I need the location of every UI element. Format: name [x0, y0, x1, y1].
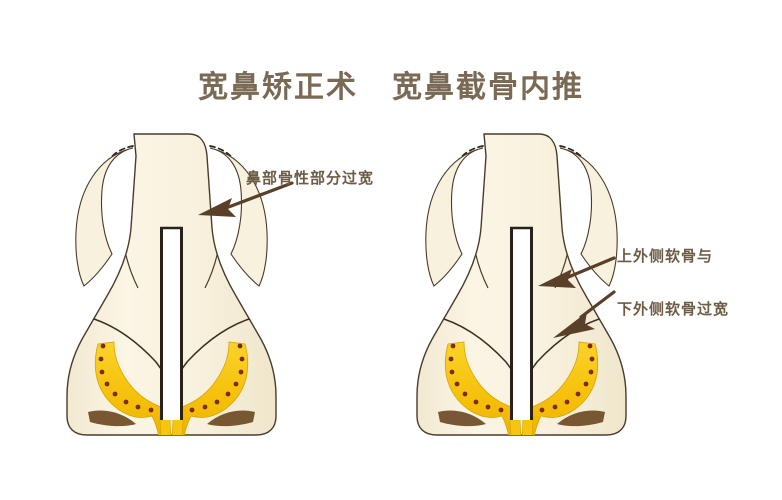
lower-lateral-cartilage-group: [444, 341, 599, 435]
suture-dots-right: [539, 343, 595, 413]
arrow-lower-lateral-cartilage: [553, 290, 616, 338]
annotation-label-nasal-bone-too-wide: 鼻部骨性部分过宽: [246, 169, 375, 187]
nostril-group: [438, 410, 605, 427]
title-left-procedure: 宽鼻矫正术: [198, 70, 358, 105]
dorsal-septum-strip: [160, 226, 183, 420]
title-right-procedure: 宽鼻截骨内推: [392, 70, 584, 105]
nasal-sidewall-flare-right-fig: [425, 147, 618, 287]
arrow-nasal-bone-too-wide: [198, 181, 294, 217]
dorsal-septum-strip: [510, 226, 533, 420]
nasal-sidewall-flare-left: [75, 147, 268, 287]
annotation-label-lower-lateral-cartilage: 下外侧软骨过宽: [617, 300, 730, 318]
suture-dots-right: [189, 343, 245, 413]
lower-lateral-cartilage-group: [94, 341, 249, 435]
arrow-upper-lateral-cartilage: [538, 256, 616, 288]
nose-diagram-right: [416, 133, 627, 436]
nose-diagram-left: [66, 133, 277, 436]
suture-dots-left: [448, 343, 504, 413]
annotation-label-upper-lateral-cartilage: 上外侧软骨与: [617, 247, 714, 265]
page-title: 宽鼻矫正术宽鼻截骨内推: [0, 62, 782, 106]
suture-dots-left: [98, 343, 154, 413]
nostril-group: [88, 410, 255, 427]
